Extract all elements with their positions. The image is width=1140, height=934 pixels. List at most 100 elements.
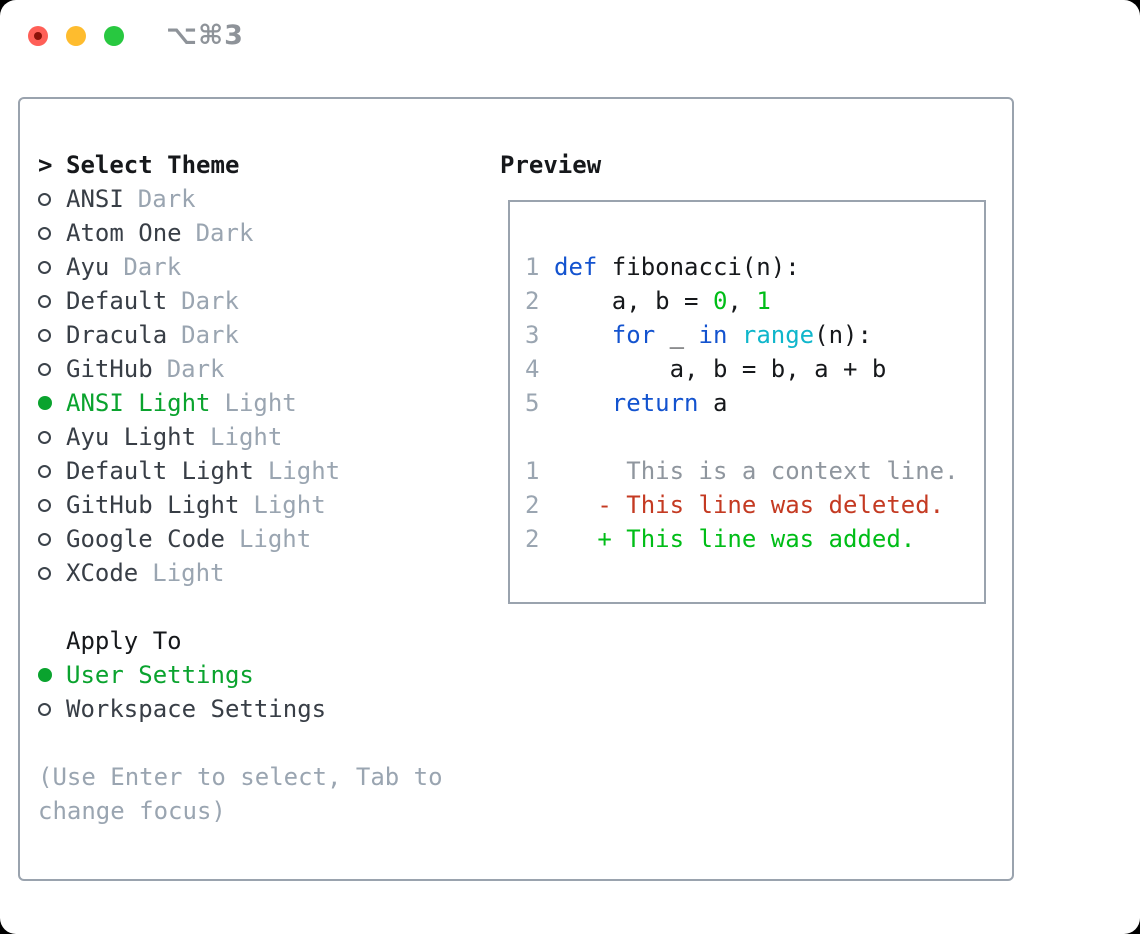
radio-unselected-icon: [38, 464, 66, 478]
theme-variant-tag: Light: [238, 525, 312, 553]
line-number: 2: [525, 287, 540, 315]
radio-unselected-icon: [38, 566, 66, 580]
ring-icon: [38, 260, 51, 274]
theme-variant-tag: Dark: [195, 219, 254, 247]
line-content: for _ in range(n):: [554, 318, 872, 352]
line-content: return a: [554, 386, 728, 420]
code-line: 3 for _ in range(n):: [525, 318, 984, 352]
line-content: + This line was added.: [554, 522, 915, 556]
radio-unselected-icon: [38, 362, 66, 376]
minimize-button[interactable]: [66, 26, 86, 46]
line-number: 2: [525, 525, 540, 553]
theme-option-ayu-light[interactable]: Ayu Light Light: [38, 420, 488, 454]
theme-variant-tag: Light: [210, 423, 283, 451]
theme-variant-tag: Light: [267, 457, 341, 485]
line-number: 3: [525, 321, 540, 349]
preview-header: Preview: [500, 151, 602, 179]
theme-variant-tag: Dark: [181, 287, 239, 315]
token-deleted: - This line was deleted.: [554, 491, 945, 519]
token-plain: [554, 321, 612, 349]
theme-name: GitHub Light: [66, 491, 240, 519]
ring-icon: [38, 328, 51, 342]
window-title: ⌥⌘3: [166, 20, 244, 51]
token-plain: a: [698, 389, 728, 417]
code-line: 2 a, b = 0, 1: [525, 284, 984, 318]
theme-name: Ayu: [66, 253, 110, 281]
code-line: 4 a, b = b, a + b: [525, 352, 984, 386]
radio-unselected-icon: [38, 430, 66, 444]
ring-icon: [38, 498, 51, 512]
select-theme-header-row: > Select Theme: [38, 148, 488, 182]
ring-icon: [38, 430, 51, 444]
apply-option-user-settings[interactable]: User Settings: [38, 658, 488, 692]
theme-name: XCode: [66, 559, 139, 587]
token-number: 0: [712, 287, 728, 315]
token-keyword: return: [611, 389, 699, 417]
token-keyword: def: [554, 253, 598, 281]
theme-option-default[interactable]: Default Dark: [38, 284, 488, 318]
radio-selected-icon: [38, 396, 66, 410]
token-plain: [554, 389, 612, 417]
theme-name: Default Light: [66, 457, 254, 485]
theme-option-atom-one[interactable]: Atom One Dark: [38, 216, 488, 250]
radio-unselected-icon: [38, 192, 66, 206]
line-number: 1: [525, 253, 540, 281]
titlebar: ⌥⌘3: [0, 0, 1140, 72]
radio-unselected-icon: [38, 294, 66, 308]
line-number: 5: [525, 389, 540, 417]
radio-unselected-icon: [38, 260, 66, 274]
theme-option-default-light[interactable]: Default Light Light: [38, 454, 488, 488]
apply-option-label: Workspace Settings: [66, 695, 327, 723]
ring-icon: [38, 294, 51, 308]
theme-variant-tag: Dark: [123, 253, 182, 281]
theme-variant-tag: Light: [152, 559, 225, 587]
theme-variant-tag: Light: [224, 389, 297, 417]
theme-variant-tag: Dark: [166, 355, 225, 383]
token-keyword: for: [611, 321, 656, 349]
line-content: This is a context line.: [554, 454, 958, 488]
line-number: 2: [525, 491, 540, 519]
radio-unselected-icon: [38, 498, 66, 512]
diff-line: 1 This is a context line.: [525, 454, 984, 488]
ring-icon: [38, 702, 51, 716]
token-plain: a, b = b, a + b: [554, 355, 887, 383]
radio-unselected-icon: [38, 532, 66, 546]
token-plain: _: [655, 321, 699, 349]
filled-dot-icon: [38, 668, 52, 682]
theme-option-xcode[interactable]: XCode Light: [38, 556, 488, 590]
theme-name: Ayu Light: [66, 423, 197, 451]
theme-option-ayu[interactable]: Ayu Dark: [38, 250, 488, 284]
apply-option-workspace-settings[interactable]: Workspace Settings: [38, 692, 488, 726]
unsaved-changes-dot-icon: [34, 32, 42, 40]
close-button[interactable]: [28, 26, 48, 46]
apply-to-header: Apply To: [66, 627, 182, 655]
ring-icon: [38, 464, 51, 478]
token-plain: (n):: [814, 321, 872, 349]
ring-icon: [38, 192, 51, 206]
theme-name: Atom One: [66, 219, 182, 247]
code-line: 5 return a: [525, 386, 984, 420]
token-added: + This line was added.: [554, 525, 916, 553]
ring-icon: [38, 532, 51, 546]
blank-line: [525, 420, 984, 454]
fullscreen-button[interactable]: [104, 26, 124, 46]
select-theme-header: Select Theme: [66, 151, 240, 179]
ring-icon: [38, 226, 51, 240]
theme-name: Default: [66, 287, 168, 315]
line-content: a, b = b, a + b: [554, 352, 887, 386]
ring-icon: [38, 566, 51, 580]
theme-name: Dracula: [66, 321, 168, 349]
line-content: a, b = 0, 1: [554, 284, 771, 318]
